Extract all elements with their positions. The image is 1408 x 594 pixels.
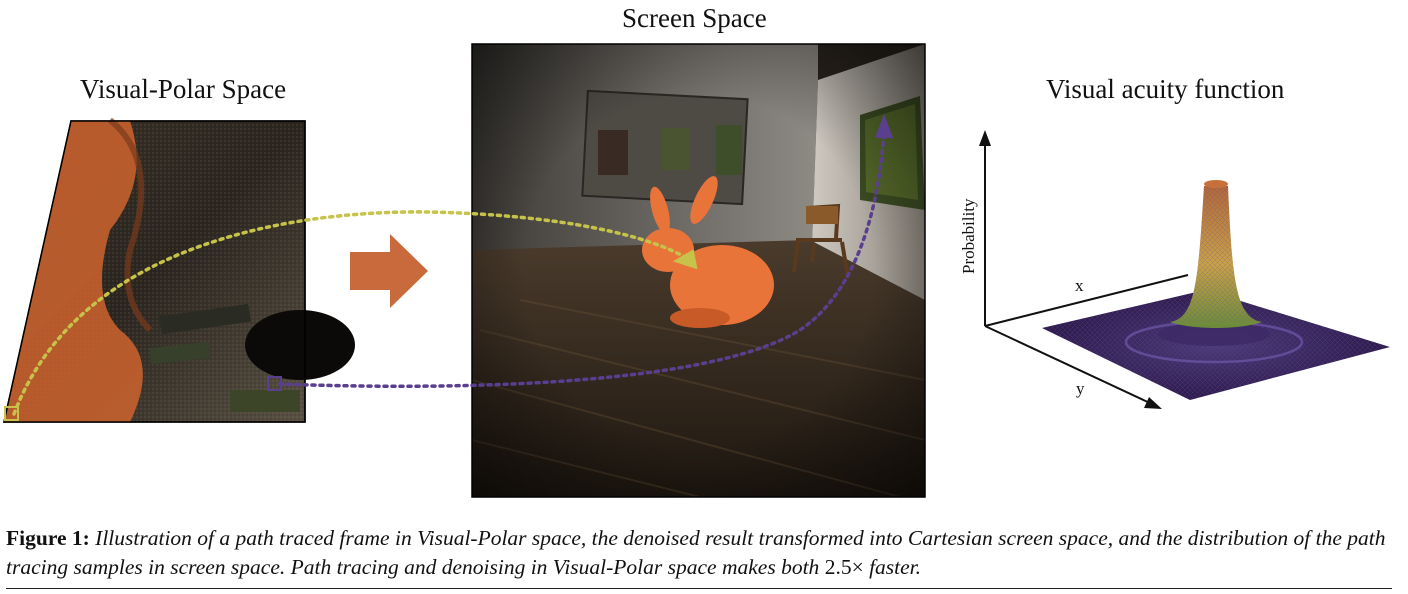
purple-mapping-path: [278, 128, 886, 388]
figure-illustration: Probability x y: [3, 43, 1390, 498]
figure-caption: Figure 1: Illustration of a path traced …: [6, 524, 1398, 582]
screen-space-title: Screen Space: [622, 3, 767, 33]
x-axis: [984, 274, 1189, 327]
caption-label: Figure 1:: [6, 526, 90, 550]
y-axis: [984, 325, 1153, 405]
caption-factor: 2.5: [824, 555, 852, 579]
y-axis-depth-label: y: [1076, 379, 1085, 398]
polar-space-title: Visual-Polar Space: [80, 74, 287, 104]
screen-space-image: [471, 43, 926, 498]
yellow-sample-marker: [4, 406, 19, 421]
acuity-plot: Probability x y: [959, 130, 1390, 409]
transform-arrow: [350, 234, 428, 308]
caption-times-symbol: ×: [851, 555, 864, 579]
caption-text-part2: faster.: [863, 555, 922, 579]
caption-rule: [6, 588, 1392, 589]
yellow-mapping-path: [12, 210, 692, 416]
probability-axis-label: Probability: [959, 198, 978, 274]
acuity-function-title: Visual acuity function: [1046, 74, 1285, 104]
polar-space-image: [3, 117, 355, 423]
caption-text-part1: Illustration of a path traced frame in V…: [6, 526, 1386, 579]
x-axis-label: x: [1075, 276, 1084, 295]
purple-path-arrowhead: [875, 114, 893, 138]
yellow-path-arrowhead: [672, 249, 698, 270]
